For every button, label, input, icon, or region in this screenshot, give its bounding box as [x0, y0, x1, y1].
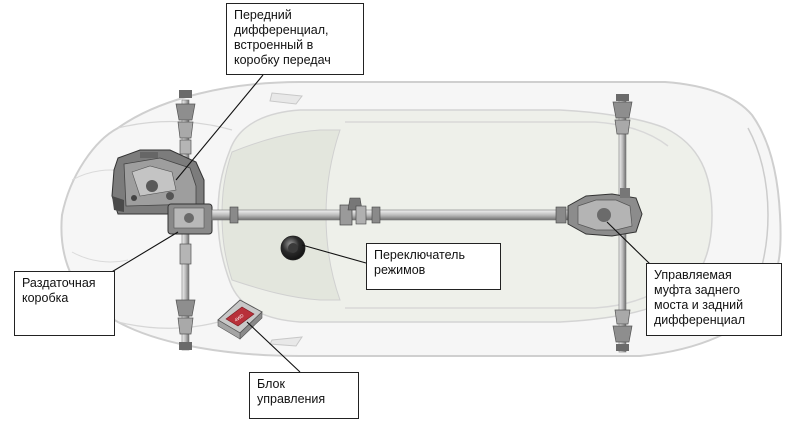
transfer-case: [167, 203, 213, 235]
propeller-shaft: [211, 197, 571, 226]
callout-rear-coupling: Управляемая муфта заднего моста и задний…: [646, 263, 782, 336]
rear-coupling-differential: [567, 188, 643, 237]
mode-switch-knob: [280, 235, 306, 261]
leader-lines: [109, 74, 651, 373]
leader-front-diff: [175, 74, 264, 181]
leader-transfer-case: [109, 231, 179, 274]
ecu-label: 4WD: [234, 312, 246, 322]
leader-rear-coupling: [606, 221, 651, 265]
callout-front-differential: Передний дифференциал, встроенный в коро…: [226, 3, 364, 75]
callout-control-unit: Блок управления: [249, 372, 359, 419]
callout-mode-switch: Переключатель режимов: [366, 243, 501, 290]
callout-transfer-case: Раздаточная коробка: [14, 271, 115, 336]
leader-mode-switch: [301, 244, 367, 264]
gearbox: [111, 149, 205, 215]
leader-control-unit: [246, 321, 301, 373]
